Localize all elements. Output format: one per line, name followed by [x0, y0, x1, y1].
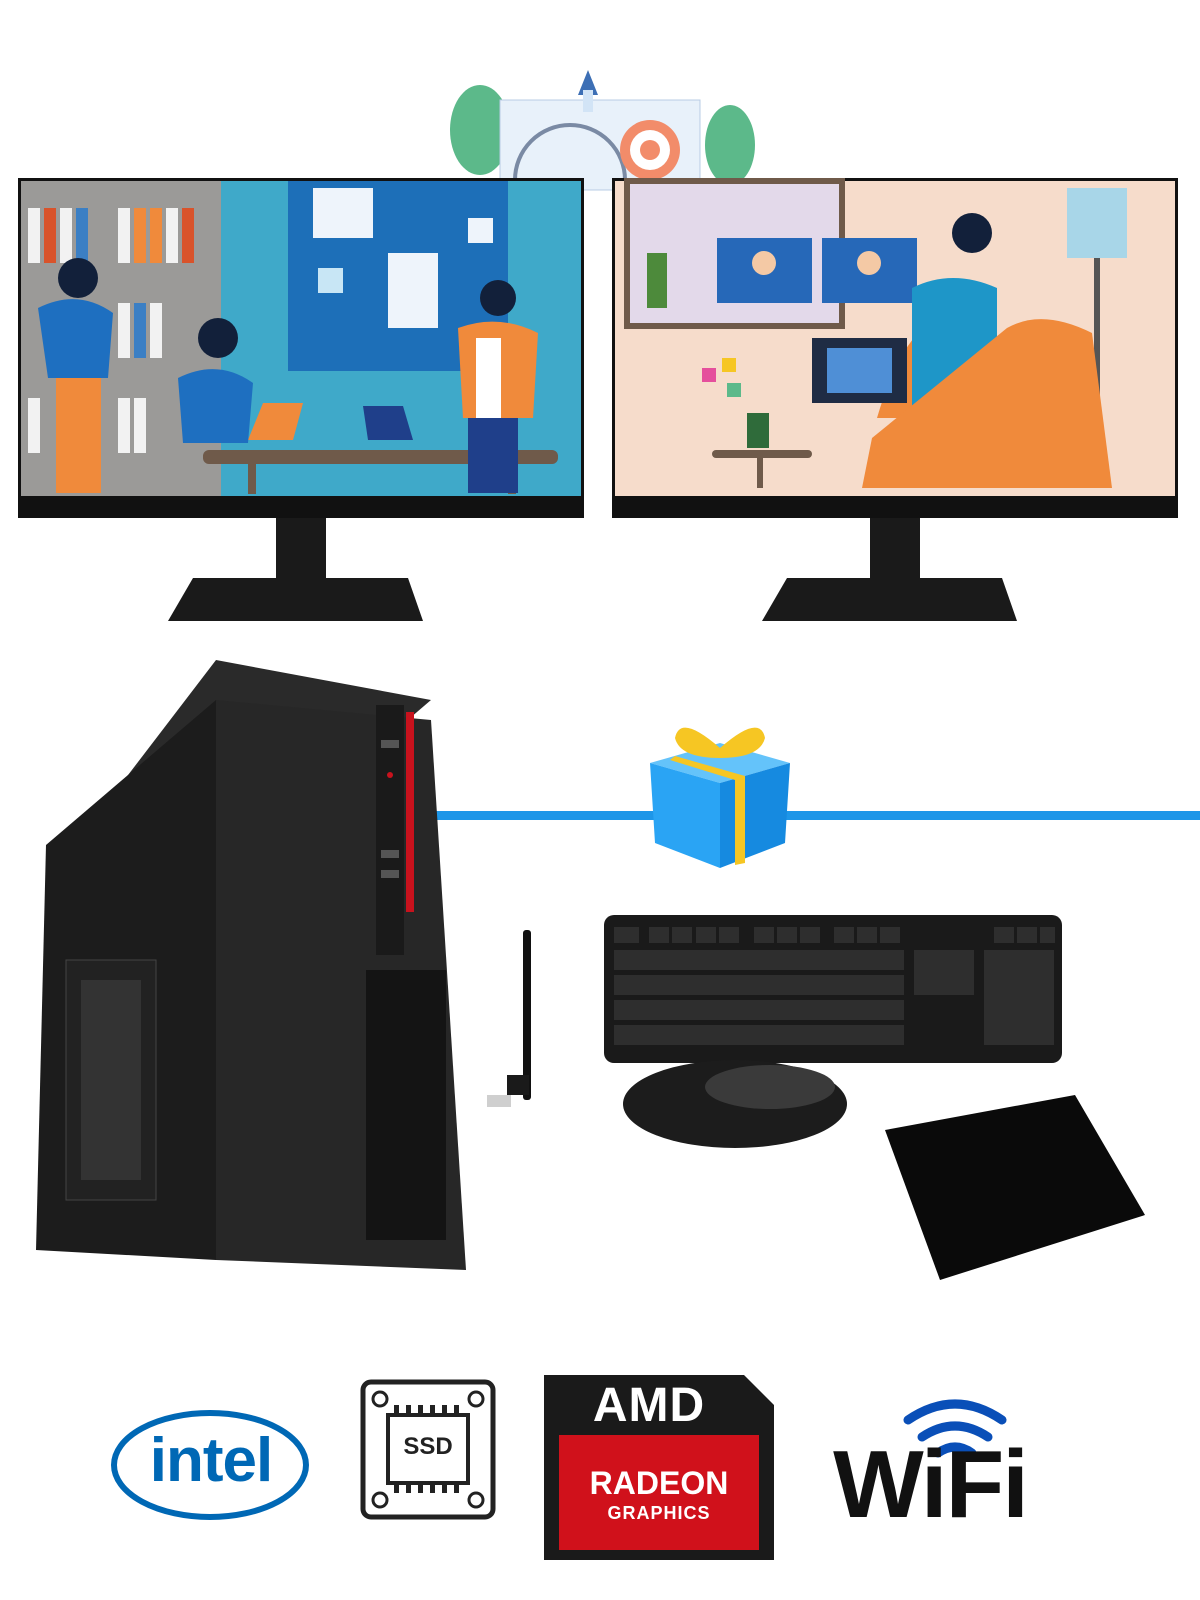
productivity-illustration-icon	[440, 60, 760, 200]
radeon-label: RADEON	[589, 1465, 729, 1501]
wifi-logo-icon: WiFi	[810, 1385, 1050, 1540]
keyboard	[604, 915, 1062, 1063]
pc-tower	[36, 660, 476, 1275]
graphics-label: GRAPHICS	[607, 1503, 711, 1523]
wifi-label: WiFi	[833, 1431, 1029, 1538]
left-monitor	[18, 178, 584, 633]
mouse-pad	[880, 1095, 1150, 1285]
ssd-chip-icon: SSD	[358, 1377, 498, 1522]
right-monitor	[612, 178, 1178, 633]
intel-logo-icon: intel	[108, 1400, 313, 1525]
ssd-label: SSD	[403, 1433, 453, 1460]
intel-logo-text: intel	[149, 1426, 273, 1495]
amd-label: AMD	[592, 1379, 706, 1432]
amd-radeon-logo-icon: AMD RADEON GRAPHICS	[544, 1370, 774, 1560]
gift-box-icon	[640, 718, 800, 878]
wifi-antenna	[485, 925, 545, 1125]
mouse	[620, 1055, 850, 1153]
accent-line	[425, 811, 1200, 820]
